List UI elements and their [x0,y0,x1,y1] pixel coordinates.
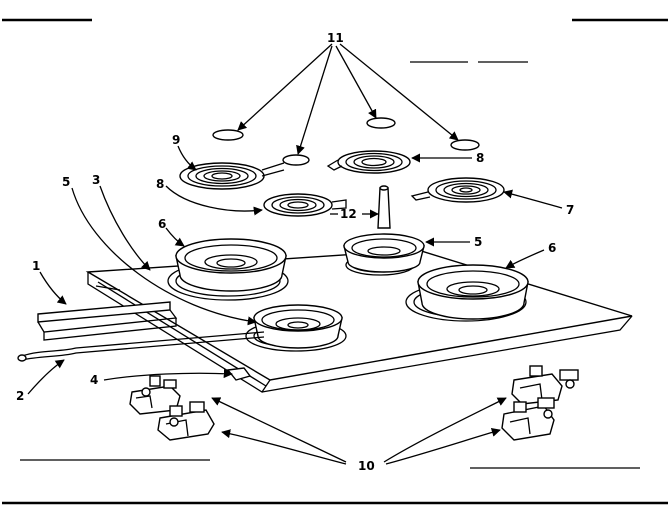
callout-8-right: 8 [476,151,484,165]
callout-12: 12 [340,207,357,221]
callout-1: 1 [32,259,40,273]
callout-11: 11 [327,31,344,45]
callout-8-left: 8 [156,177,164,191]
infinite-switch-left-bottom [157,401,215,441]
infinite-switch-left-top [129,375,181,415]
callout-7: 7 [566,203,574,217]
drip-pan-small-front [253,304,343,349]
drip-pan-large-right [417,264,529,320]
trim-rings [212,117,480,166]
burner-rod [17,331,265,362]
callout-6-left: 6 [158,217,166,231]
callout-9: 9 [172,133,180,147]
front-rail [37,301,178,341]
callout-3: 3 [92,173,100,187]
drip-pan-small-back [343,233,425,273]
callout-2: 2 [16,389,24,403]
surface-element-7 [410,177,505,203]
callout-labels: 11 9 8 8 5 3 7 12 6 5 6 1 4 2 10 [16,31,574,473]
callout-5-left: 5 [62,175,70,189]
callout-6-right: 6 [548,241,556,255]
drip-pan-large-left [175,238,287,292]
infinite-switch-right-bottom [501,397,555,441]
leader-lines [27,43,563,465]
surface-element-8-back [326,150,411,174]
infinite-switch-right-top [511,365,579,405]
clip-4 [226,367,252,381]
cooktop-main-top [85,249,633,393]
surface-element-8-front [263,193,347,217]
callout-4: 4 [90,373,98,387]
element-post-12 [377,185,391,229]
border-lines [2,18,668,505]
surface-element-9 [179,162,285,190]
callout-10: 10 [358,459,375,473]
callout-5-right: 5 [474,235,482,249]
